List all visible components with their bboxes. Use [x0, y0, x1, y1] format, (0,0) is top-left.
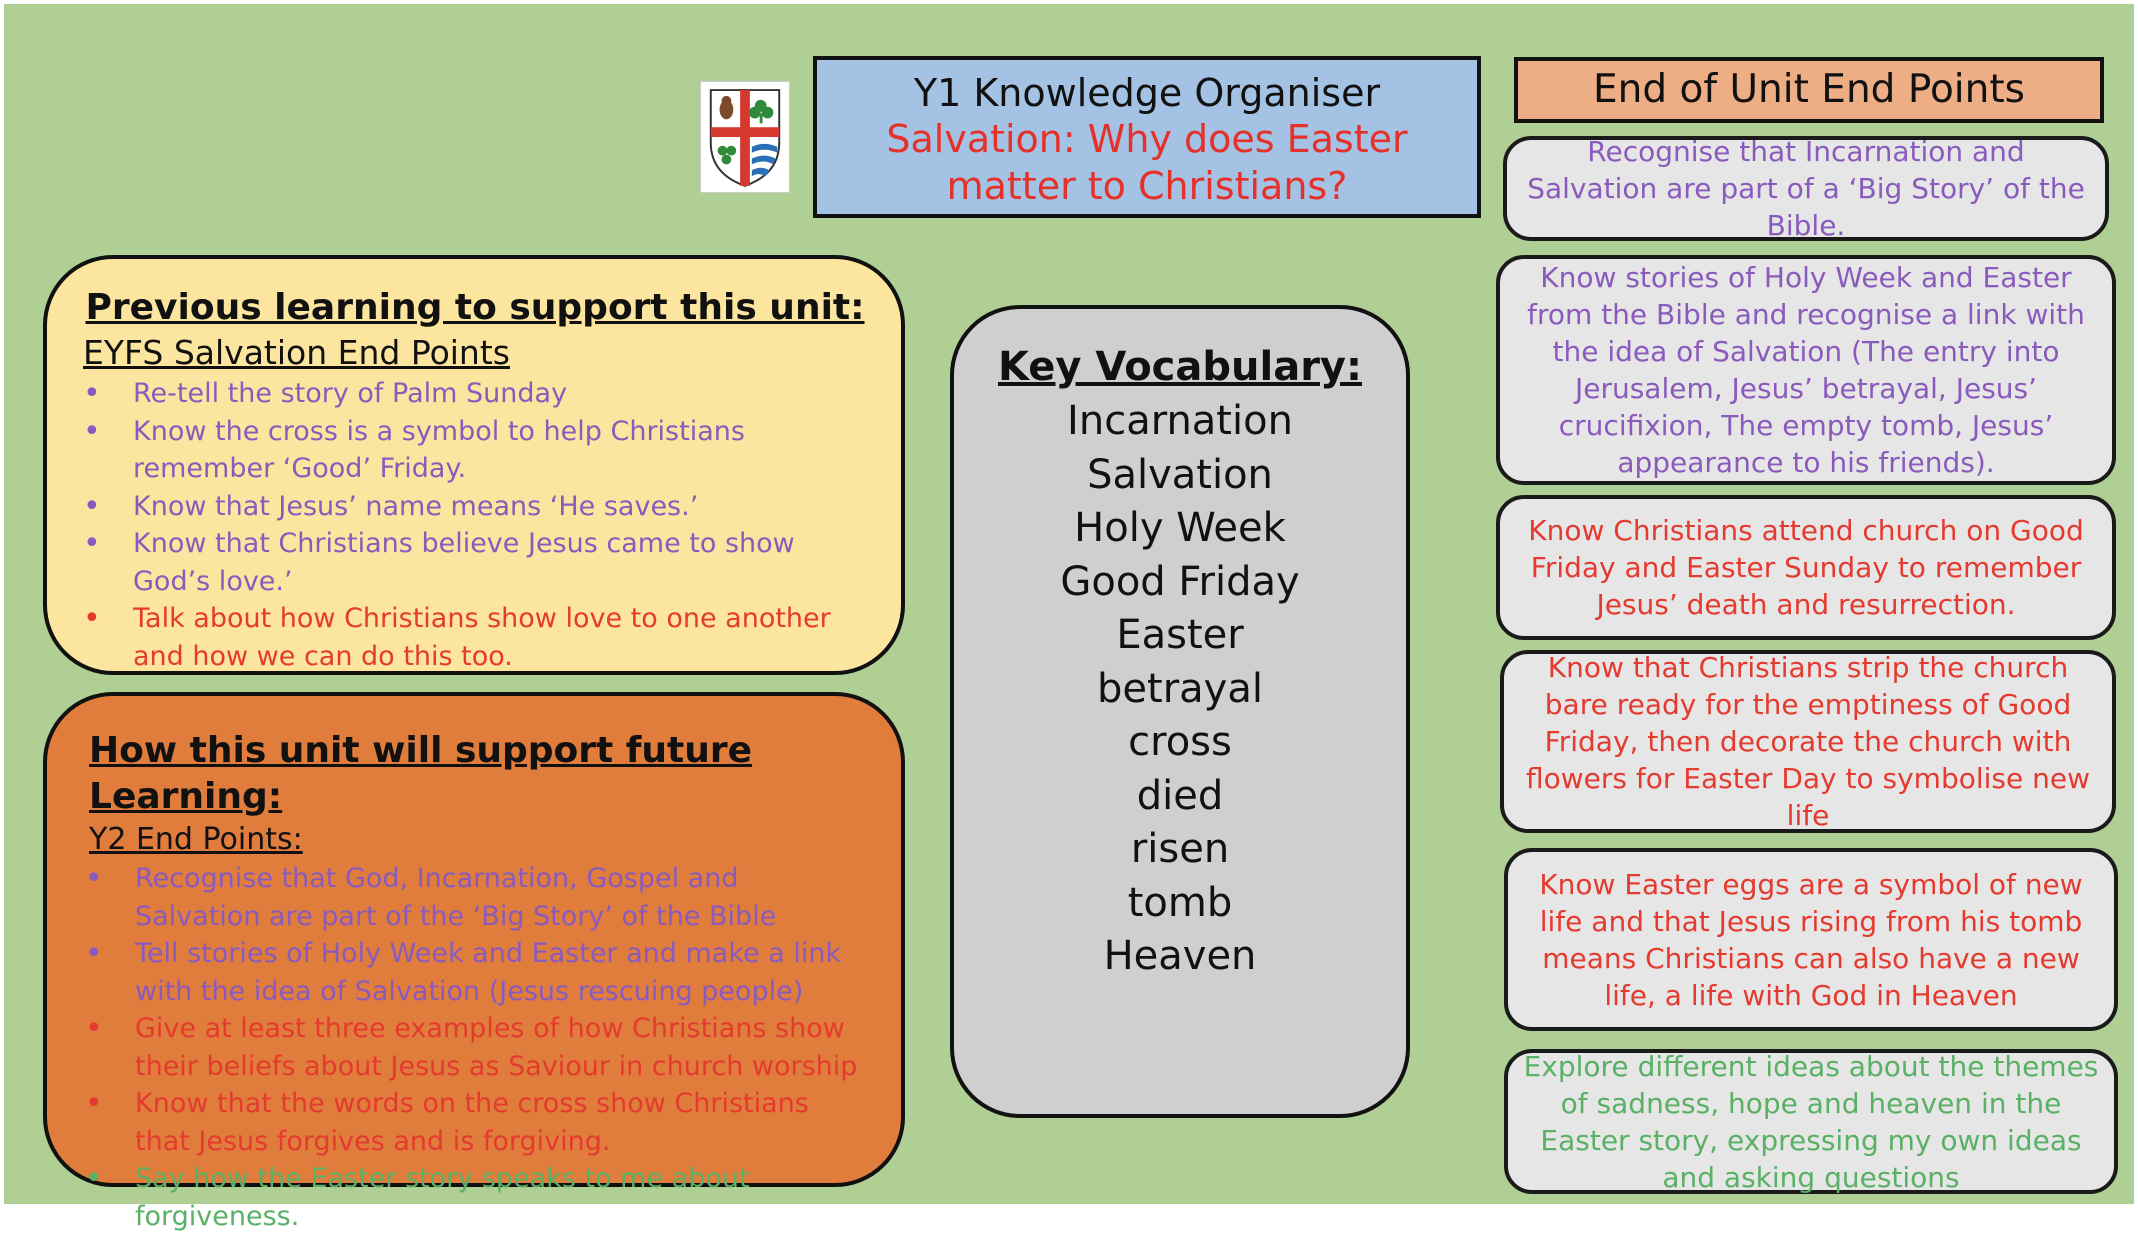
list-item: Tell stories of Holy Week and Easter and… — [85, 935, 867, 1010]
end-points-header: End of Unit End Points — [1514, 57, 2104, 123]
previous-learning-heading: Previous learning to support this unit: — [85, 287, 865, 328]
title-box: Y1 Knowledge Organiser Salvation: Why do… — [813, 56, 1481, 218]
future-learning-subheading: Y2 End Points: — [89, 822, 303, 857]
list-item: Re-tell the story of Palm Sunday — [83, 375, 867, 413]
page-subtitle: Salvation: Why does Easter matter to Chr… — [886, 117, 1408, 208]
previous-learning-subheading: EYFS Salvation End Points — [83, 333, 510, 372]
end-point-2: Know stories of Holy Week and Easter fro… — [1496, 255, 2116, 485]
end-point-6: Explore different ideas about the themes… — [1504, 1049, 2118, 1194]
list-item: Give at least three examples of how Chri… — [85, 1010, 867, 1085]
end-point-5: Know Easter eggs are a symbol of new lif… — [1504, 848, 2118, 1031]
end-point-3: Know Christians attend church on Good Fr… — [1496, 495, 2116, 640]
list-item: Know that Jesus’ name means ‘He saves.’ — [83, 488, 867, 526]
key-vocabulary-heading: Key Vocabulary: — [998, 344, 1362, 390]
list-item: Talk about how Christians show love to o… — [83, 600, 867, 675]
future-learning-box: How this unit will support future Learni… — [43, 692, 905, 1232]
vocab-word: betrayal — [1097, 665, 1263, 712]
vocab-word: Incarnation — [1067, 398, 1293, 444]
key-vocabulary-box: Key Vocabulary: Incarnation Salvation Ho… — [950, 305, 1410, 1118]
list-item: Know that Christians believe Jesus came … — [83, 525, 867, 600]
vocab-word: tomb — [1127, 879, 1233, 926]
end-point-4: Know that Christians strip the church ba… — [1500, 650, 2116, 833]
list-item: Recognise that God, Incarnation, Gospel … — [85, 860, 867, 935]
list-item: Know the cross is a symbol to help Chris… — [83, 413, 867, 488]
vocab-word: cross — [1128, 719, 1232, 765]
page-title: Y1 Knowledge Organiser — [913, 71, 1381, 115]
vocab-word: Holy Week — [1074, 505, 1286, 551]
future-learning-heading: How this unit will support future Learni… — [89, 730, 753, 817]
future-learning-list: Recognise that God, Incarnation, Gospel … — [85, 860, 867, 1235]
vocab-word: Salvation — [1087, 451, 1273, 498]
end-point-1: Recognise that Incarnation and Salvation… — [1503, 135, 2109, 242]
vocab-word: Easter — [1116, 612, 1244, 658]
previous-learning-box: Previous learning to support this unit: … — [43, 255, 905, 675]
list-item: Know that the words on the cross show Ch… — [85, 1085, 867, 1160]
vocab-word: died — [1136, 772, 1224, 819]
vocab-word: Good Friday — [1060, 558, 1300, 605]
vocab-word: Heaven — [1103, 933, 1257, 979]
school-crest-icon — [700, 81, 790, 193]
vocab-word: risen — [1130, 826, 1230, 872]
previous-learning-list: Re-tell the story of Palm Sunday Know th… — [83, 375, 867, 675]
